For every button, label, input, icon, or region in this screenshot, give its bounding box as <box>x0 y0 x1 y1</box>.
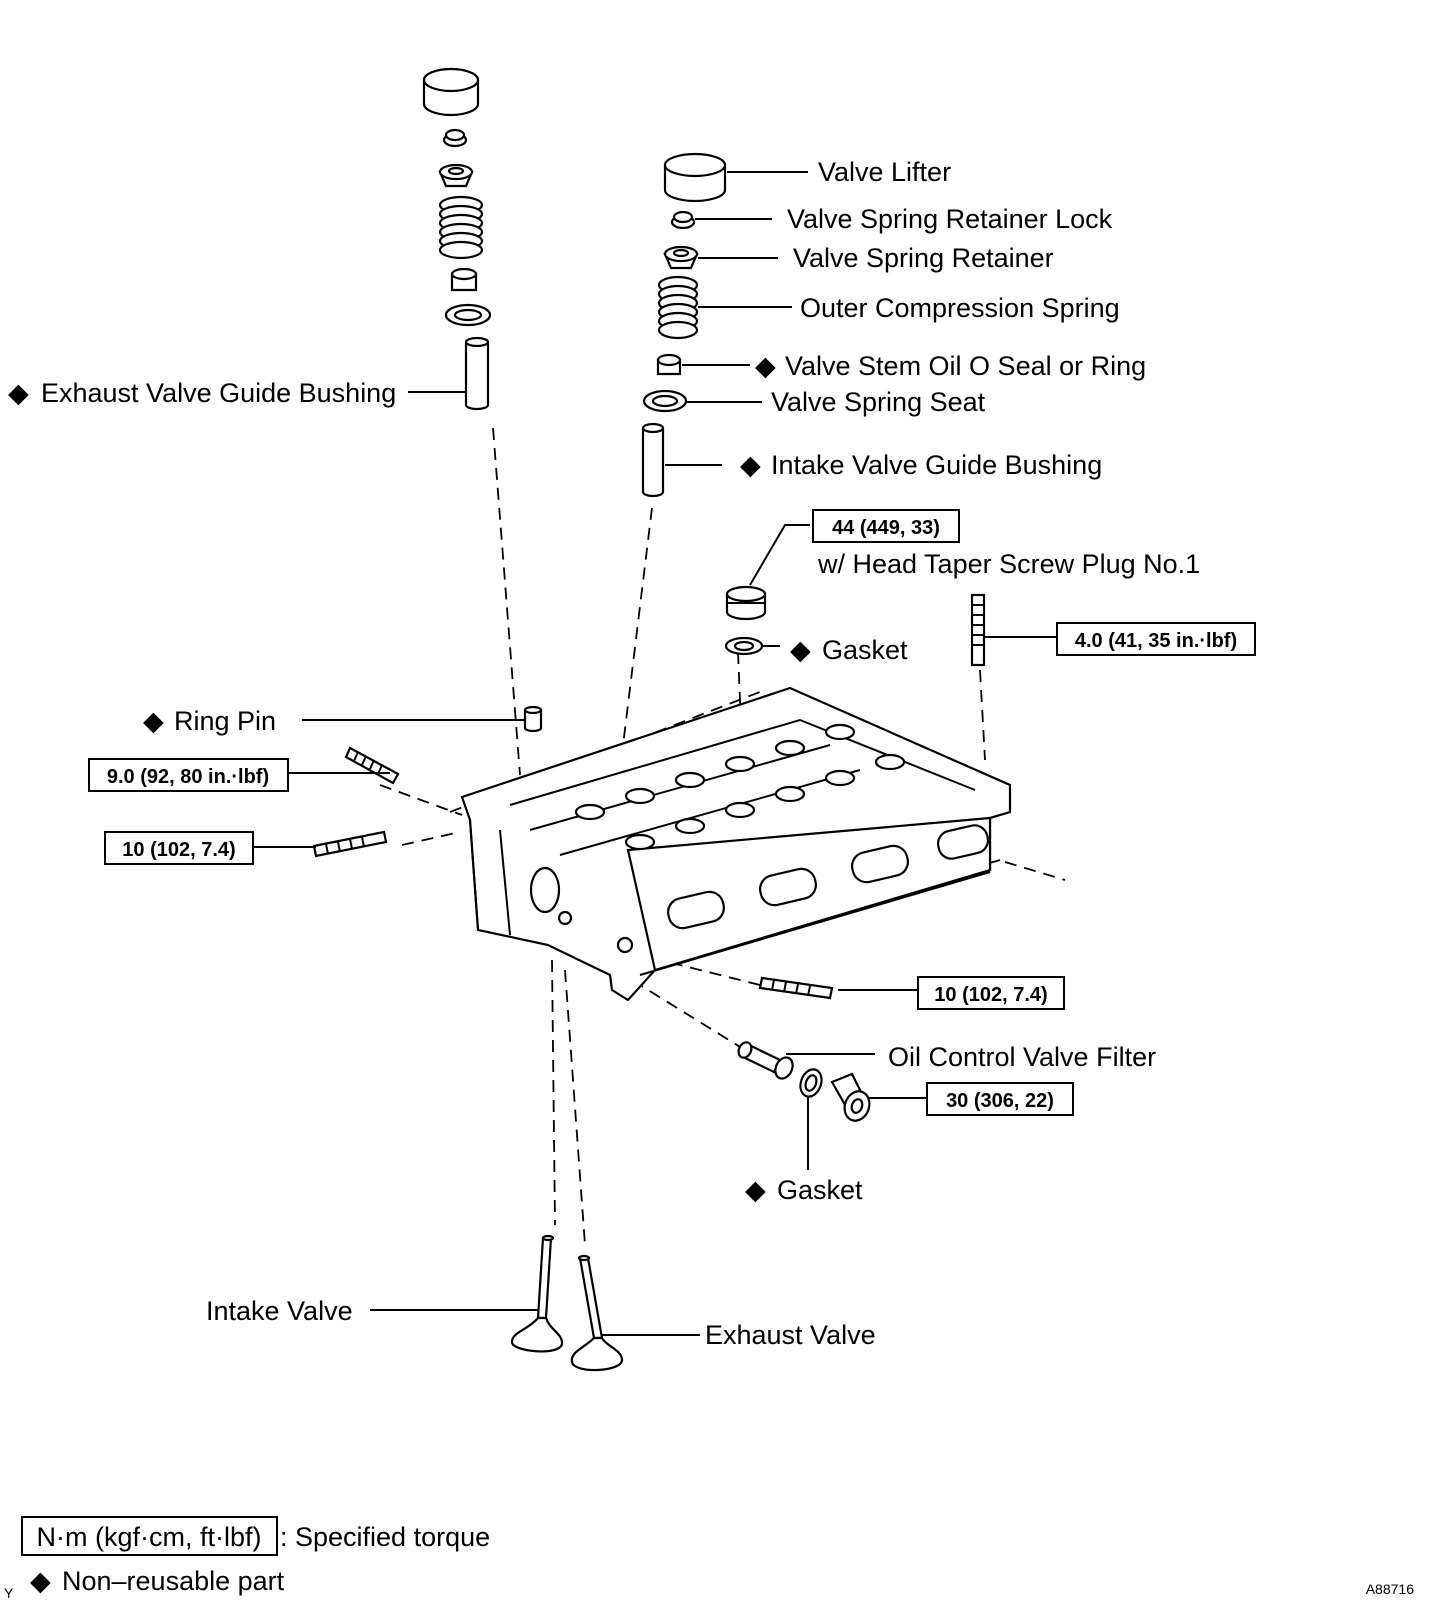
torque-value: 44 (449, 33) <box>832 517 940 539</box>
torque-box-stud-right: 4.0 (41, 35 in.·lbf) <box>1056 622 1256 656</box>
nonreusable-marker: ◆ <box>740 450 761 480</box>
head-taper-screw-plug-label: w/ Head Taper Screw Plug No.1 <box>817 549 1200 579</box>
left-upper-stud-part <box>344 746 400 785</box>
exhaust-compression-spring <box>438 195 484 260</box>
ring-pin-label: Ring Pin <box>174 706 276 736</box>
torque-value: 4.0 (41, 35 in.·lbf) <box>1075 630 1237 652</box>
legend-torque-unit: N·m (kgf·cm, ft·lbf) <box>37 1522 262 1552</box>
valve-stem-oil-seal-label: Valve Stem Oil O Seal or Ring <box>785 351 1146 381</box>
upper-gasket-part <box>724 636 764 656</box>
nonreusable-marker: ◆ <box>790 635 811 665</box>
exhaust-valve-stack <box>422 67 492 411</box>
lower-gasket-part <box>799 1068 823 1098</box>
outer-compression-spring-label: Outer Compression Spring <box>800 293 1120 323</box>
part-labels: Valve Lifter Valve Spring Retainer Lock … <box>8 157 1200 1350</box>
filter-plug-part <box>830 1072 871 1122</box>
nonreusable-marker: ◆ <box>755 351 776 381</box>
left-lower-stud-part <box>312 830 388 858</box>
legend-torque-desc: : Specified torque <box>280 1522 490 1552</box>
legend: N·m (kgf·cm, ft·lbf) : Specified torque … <box>21 1516 490 1596</box>
torque-box-plug: 44 (449, 33) <box>812 509 960 543</box>
legend-torque-box <box>21 1516 278 1556</box>
valve-lifter-label: Valve Lifter <box>818 157 951 187</box>
torque-box-stud-front: 10 (102, 7.4) <box>917 976 1065 1010</box>
exhaust-valve-guide-bushing-label: Exhaust Valve Guide Bushing <box>41 378 396 408</box>
legend-nonreusable-text: Non–reusable part <box>62 1566 285 1596</box>
gasket-upper-label: Gasket <box>822 635 908 665</box>
exhaust-guide-bushing <box>464 336 490 411</box>
intake-guide-bushing-part <box>641 422 665 498</box>
intake-valve-stack <box>641 152 727 498</box>
nonreusable-marker: ◆ <box>745 1175 766 1205</box>
torque-box-stud-left-lower: 10 (102, 7.4) <box>104 831 254 865</box>
legend-nonreusable-marker: ◆ <box>30 1566 51 1596</box>
ring-pin-part <box>523 705 543 733</box>
exhaust-valve-lifter <box>422 67 480 117</box>
torque-box-filter-plug: 30 (306, 22) <box>926 1082 1074 1116</box>
spring-retainer-part <box>663 245 699 270</box>
taper-screw-plug-part <box>725 585 767 621</box>
gasket-lower-label: Gasket <box>777 1175 863 1205</box>
figure-code: A88716 <box>1366 1581 1414 1597</box>
cylinder-head-part <box>460 686 1012 1002</box>
front-stud-part <box>758 976 834 1000</box>
valve-spring-retainer-lock-label: Valve Spring Retainer Lock <box>787 204 1113 234</box>
spring-seat-part <box>642 389 688 413</box>
nonreusable-marker: ◆ <box>8 378 29 408</box>
exhaust-retainer-lock <box>442 128 468 148</box>
intake-valve-guide-bushing-label: Intake Valve Guide Bushing <box>771 450 1102 480</box>
torque-boxes: 44 (449, 33) 4.0 (41, 35 in.·lbf) 9.0 (9… <box>88 509 1256 1116</box>
torque-box-stud-left-upper: 9.0 (92, 80 in.·lbf) <box>88 758 289 792</box>
torque-value: 10 (102, 7.4) <box>934 984 1047 1006</box>
torque-value: 9.0 (92, 80 in.·lbf) <box>107 766 269 788</box>
oil-control-valve-filter-part <box>737 1041 794 1080</box>
valve-lifter-part <box>663 152 727 203</box>
torque-value: 10 (102, 7.4) <box>122 839 235 861</box>
exhaust-spring-seat <box>444 303 492 327</box>
valve-spring-seat-label: Valve Spring Seat <box>771 387 986 417</box>
exhaust-spring-retainer <box>438 163 474 188</box>
leader-lines <box>253 171 1056 1336</box>
compression-spring-part <box>657 275 699 340</box>
nonreusable-marker: ◆ <box>143 706 164 736</box>
stem-oil-seal-part <box>656 353 682 376</box>
exhaust-valve-label: Exhaust Valve <box>705 1320 876 1350</box>
oil-control-valve-filter-label: Oil Control Valve Filter <box>888 1042 1156 1072</box>
valve-spring-retainer-label: Valve Spring Retainer <box>793 243 1054 273</box>
exhaust-stem-oil-seal <box>450 267 478 292</box>
intake-valve-part <box>510 1234 564 1353</box>
intake-valve-label: Intake Valve <box>206 1296 353 1326</box>
retainer-lock-part <box>670 210 696 230</box>
corner-mark: Y <box>4 1585 14 1601</box>
exhaust-valve-part <box>570 1254 624 1372</box>
right-stud-part <box>970 593 986 667</box>
torque-value: 30 (306, 22) <box>946 1090 1054 1112</box>
